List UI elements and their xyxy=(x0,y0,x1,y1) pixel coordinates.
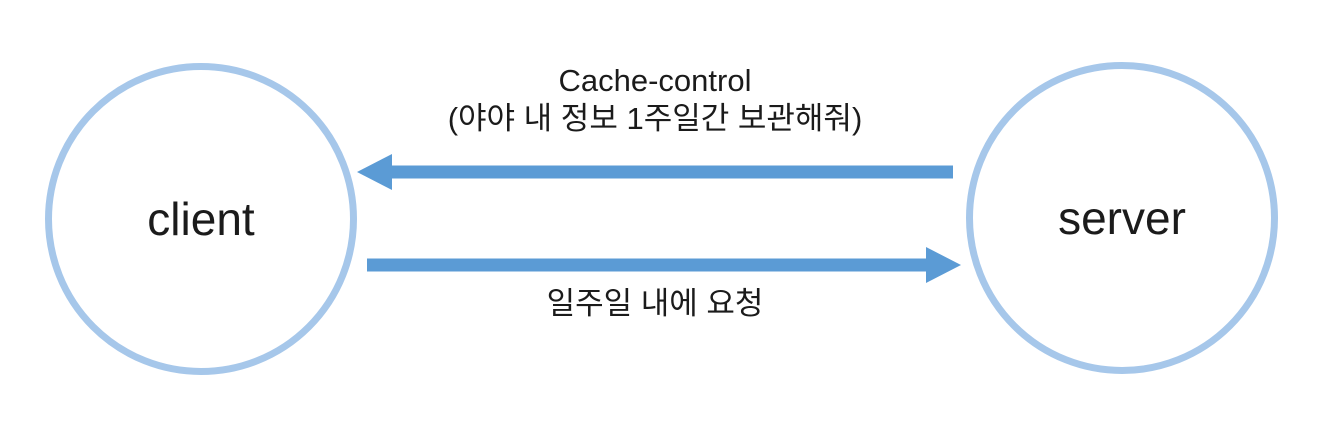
request-arrow-label: 일주일 내에 요청 xyxy=(546,286,764,321)
cache-control-arrow xyxy=(357,154,953,190)
request-arrow xyxy=(367,247,961,283)
server-node-label: server xyxy=(1058,192,1186,244)
cache-control-arrow-label: Cache-control (야야 내 정보 1주일간 보관해줘) xyxy=(325,62,985,138)
cache-control-arrow-label-line2: (야야 내 정보 1주일간 보관해줘) xyxy=(447,100,863,136)
cache-control-arrow-label-line1: Cache-control xyxy=(558,63,752,98)
server-node: server xyxy=(966,62,1278,374)
client-node: client xyxy=(45,63,357,375)
client-node-label: client xyxy=(147,193,255,245)
